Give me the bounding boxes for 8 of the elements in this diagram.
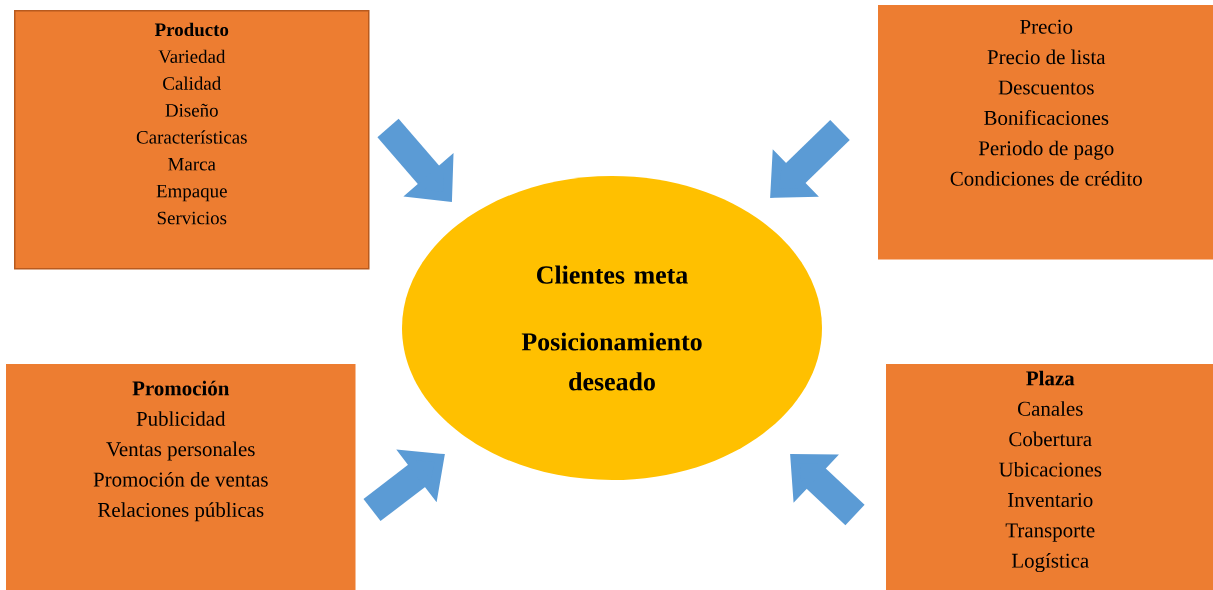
block-arrow <box>363 449 445 522</box>
text-box: Plaza Canales Cobertura Ubicaciones Inventario Transporte Logística <box>886 364 1213 590</box>
text-box: Producto Variedad Calidad Diseño Características Marca Empaque Servicios <box>14 10 370 270</box>
text-box: Promoción Publicidad Ventas personales Promoción de ventas Relaciones públicas <box>6 364 356 590</box>
block-arrow <box>790 454 865 526</box>
block-arrow <box>377 118 454 202</box>
text-box: Precio Precio de lista Descuentos Bonificaciones Periodo de pago Condiciones de crédito <box>878 5 1213 260</box>
block-arrow <box>770 119 850 198</box>
